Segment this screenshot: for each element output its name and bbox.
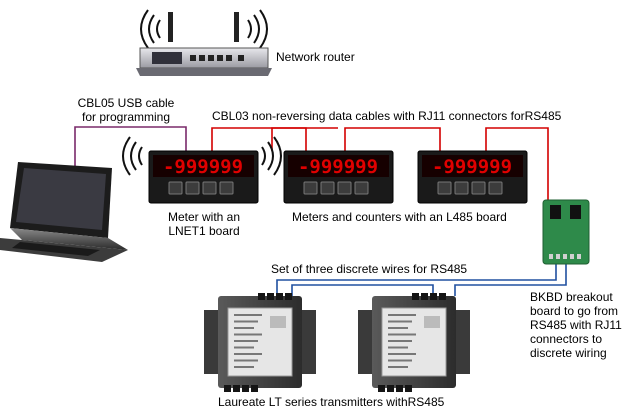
bkbd-label-line1: BKBD breakout [530, 290, 613, 304]
bkbd-label-line3: RS485 with RJ11 [530, 318, 622, 332]
meter-lnet1-label-line1: Meter with an [167, 210, 241, 224]
meter-reading: -999999 [432, 156, 512, 178]
laureate-label: Laureate LT series transmitters withRS48… [218, 395, 445, 409]
router-antenna [234, 12, 239, 42]
discrete-wire-2 [291, 284, 434, 296]
bkbd-label: BKBD breakout board to go from RS485 wit… [530, 290, 622, 360]
discrete-wire-3 [454, 264, 567, 296]
router-label: Network router [276, 50, 355, 64]
meter-lnet1-label: Meter with an LNET1 board [150, 210, 258, 238]
usb-cable-label: CBL05 USB cable for programming [66, 96, 186, 124]
usb-cable-label-line2: for programming [81, 110, 171, 124]
meter-lnet1-label-line2: LNET1 board [168, 224, 240, 238]
meter-reading: -999999 [163, 156, 243, 178]
discrete-wires [276, 264, 567, 296]
meter-1: -999999 [148, 150, 259, 204]
meter-button [354, 181, 369, 195]
bkbd-label-line4: connectors to [530, 332, 603, 346]
bkbd-breakout-board [542, 199, 590, 265]
laureate-transmitter-2 [358, 293, 470, 392]
laptop-icon [0, 162, 128, 262]
meter-button [337, 181, 352, 195]
meter-button [219, 181, 234, 195]
meter-3: -999999 [417, 150, 528, 204]
meter-button [437, 181, 452, 195]
meter-button [454, 181, 469, 195]
router-antenna [168, 12, 173, 42]
meter-button [303, 181, 318, 195]
usb-cable [74, 126, 187, 172]
data-cable-2 [271, 127, 338, 151]
meter-button [488, 181, 503, 195]
meter-reading: -999999 [298, 156, 378, 178]
meter-wifi-icon [122, 136, 282, 176]
bkbd-label-line5: discrete wiring [530, 346, 607, 360]
meters: -999999 -999999 -999999 [148, 150, 528, 204]
meter-button [185, 181, 200, 195]
discrete-wire-1 [276, 264, 557, 296]
router-wifi-icon [140, 9, 268, 49]
data-cable-4 [485, 127, 549, 202]
discrete-wires-label: Set of three discrete wires for RS485 [271, 262, 468, 276]
laureate-transmitters [204, 293, 470, 392]
meters-l485-label: Meters and counters with an L485 board [292, 210, 507, 224]
usb-cable-label-line1: CBL05 USB cable [77, 96, 175, 110]
data-cable-3 [344, 127, 441, 151]
meter-button [202, 181, 217, 195]
meter-button [320, 181, 335, 195]
cbl03-label: CBL03 non-reversing data cables with RJ1… [212, 109, 562, 123]
meter-button [168, 181, 183, 195]
bkbd-label-line2: board to go from [530, 304, 619, 318]
meter-button [471, 181, 486, 195]
data-cable-1 [211, 127, 307, 151]
network-router [136, 47, 272, 76]
meter-2: -999999 [283, 150, 394, 204]
data-cables [211, 127, 549, 202]
laureate-transmitter-1 [204, 293, 316, 392]
